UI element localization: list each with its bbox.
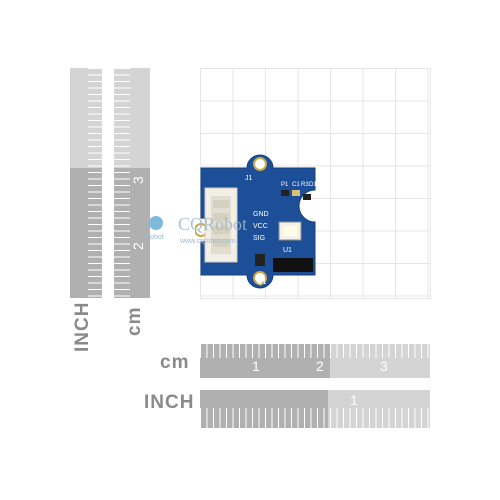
inch-axis-label: INCH [72,301,93,352]
watermark-url: www.cqrobot.com [180,238,236,245]
silkscreen-label: SIG [253,235,265,242]
horizontal-cm-ruler: 1 2 3 [200,344,430,378]
silkscreen-label: P1 [281,182,289,188]
cm-axis-label: cm [124,306,145,336]
silkscreen-label: VCC [253,223,268,230]
cm-tick-label-3: 3 [380,358,388,374]
inch-tick-label-1: 1 [350,392,358,408]
light-sensor-module: J1 GND VCC SIG Q1 U1 P1 C1 R3 D1 [195,154,317,289]
silkscreen-label: GND [253,211,269,218]
watermark-brand: CQRobot [178,214,248,234]
horizontal-inch-ruler: 1 [200,390,430,428]
cm-tick-label-2: 2 [130,242,146,250]
watermark-logo-text: Robot [145,234,164,241]
silkscreen-label: C1 [292,182,300,188]
cm-axis-label-horizontal: cm [160,352,190,373]
watermark-logo: Robot [143,212,173,242]
cm-tick-label-1: 1 [252,358,260,374]
cm-tick-label-3: 3 [130,176,146,184]
silkscreen-label: D1 [309,182,317,188]
vertical-cm-ruler: 3 2 1 [114,68,150,316]
cm-tick-label-2: 2 [316,358,324,374]
silkscreen-label: R3 [301,182,309,188]
silkscreen-label: Q1 [257,279,266,286]
inch-axis-label-horizontal: INCH [144,392,195,413]
vertical-inch-ruler: 1 [70,68,160,298]
robot-logo-icon [149,216,163,230]
silkscreen-label: U1 [283,247,292,254]
silkscreen-label: J1 [245,175,253,182]
